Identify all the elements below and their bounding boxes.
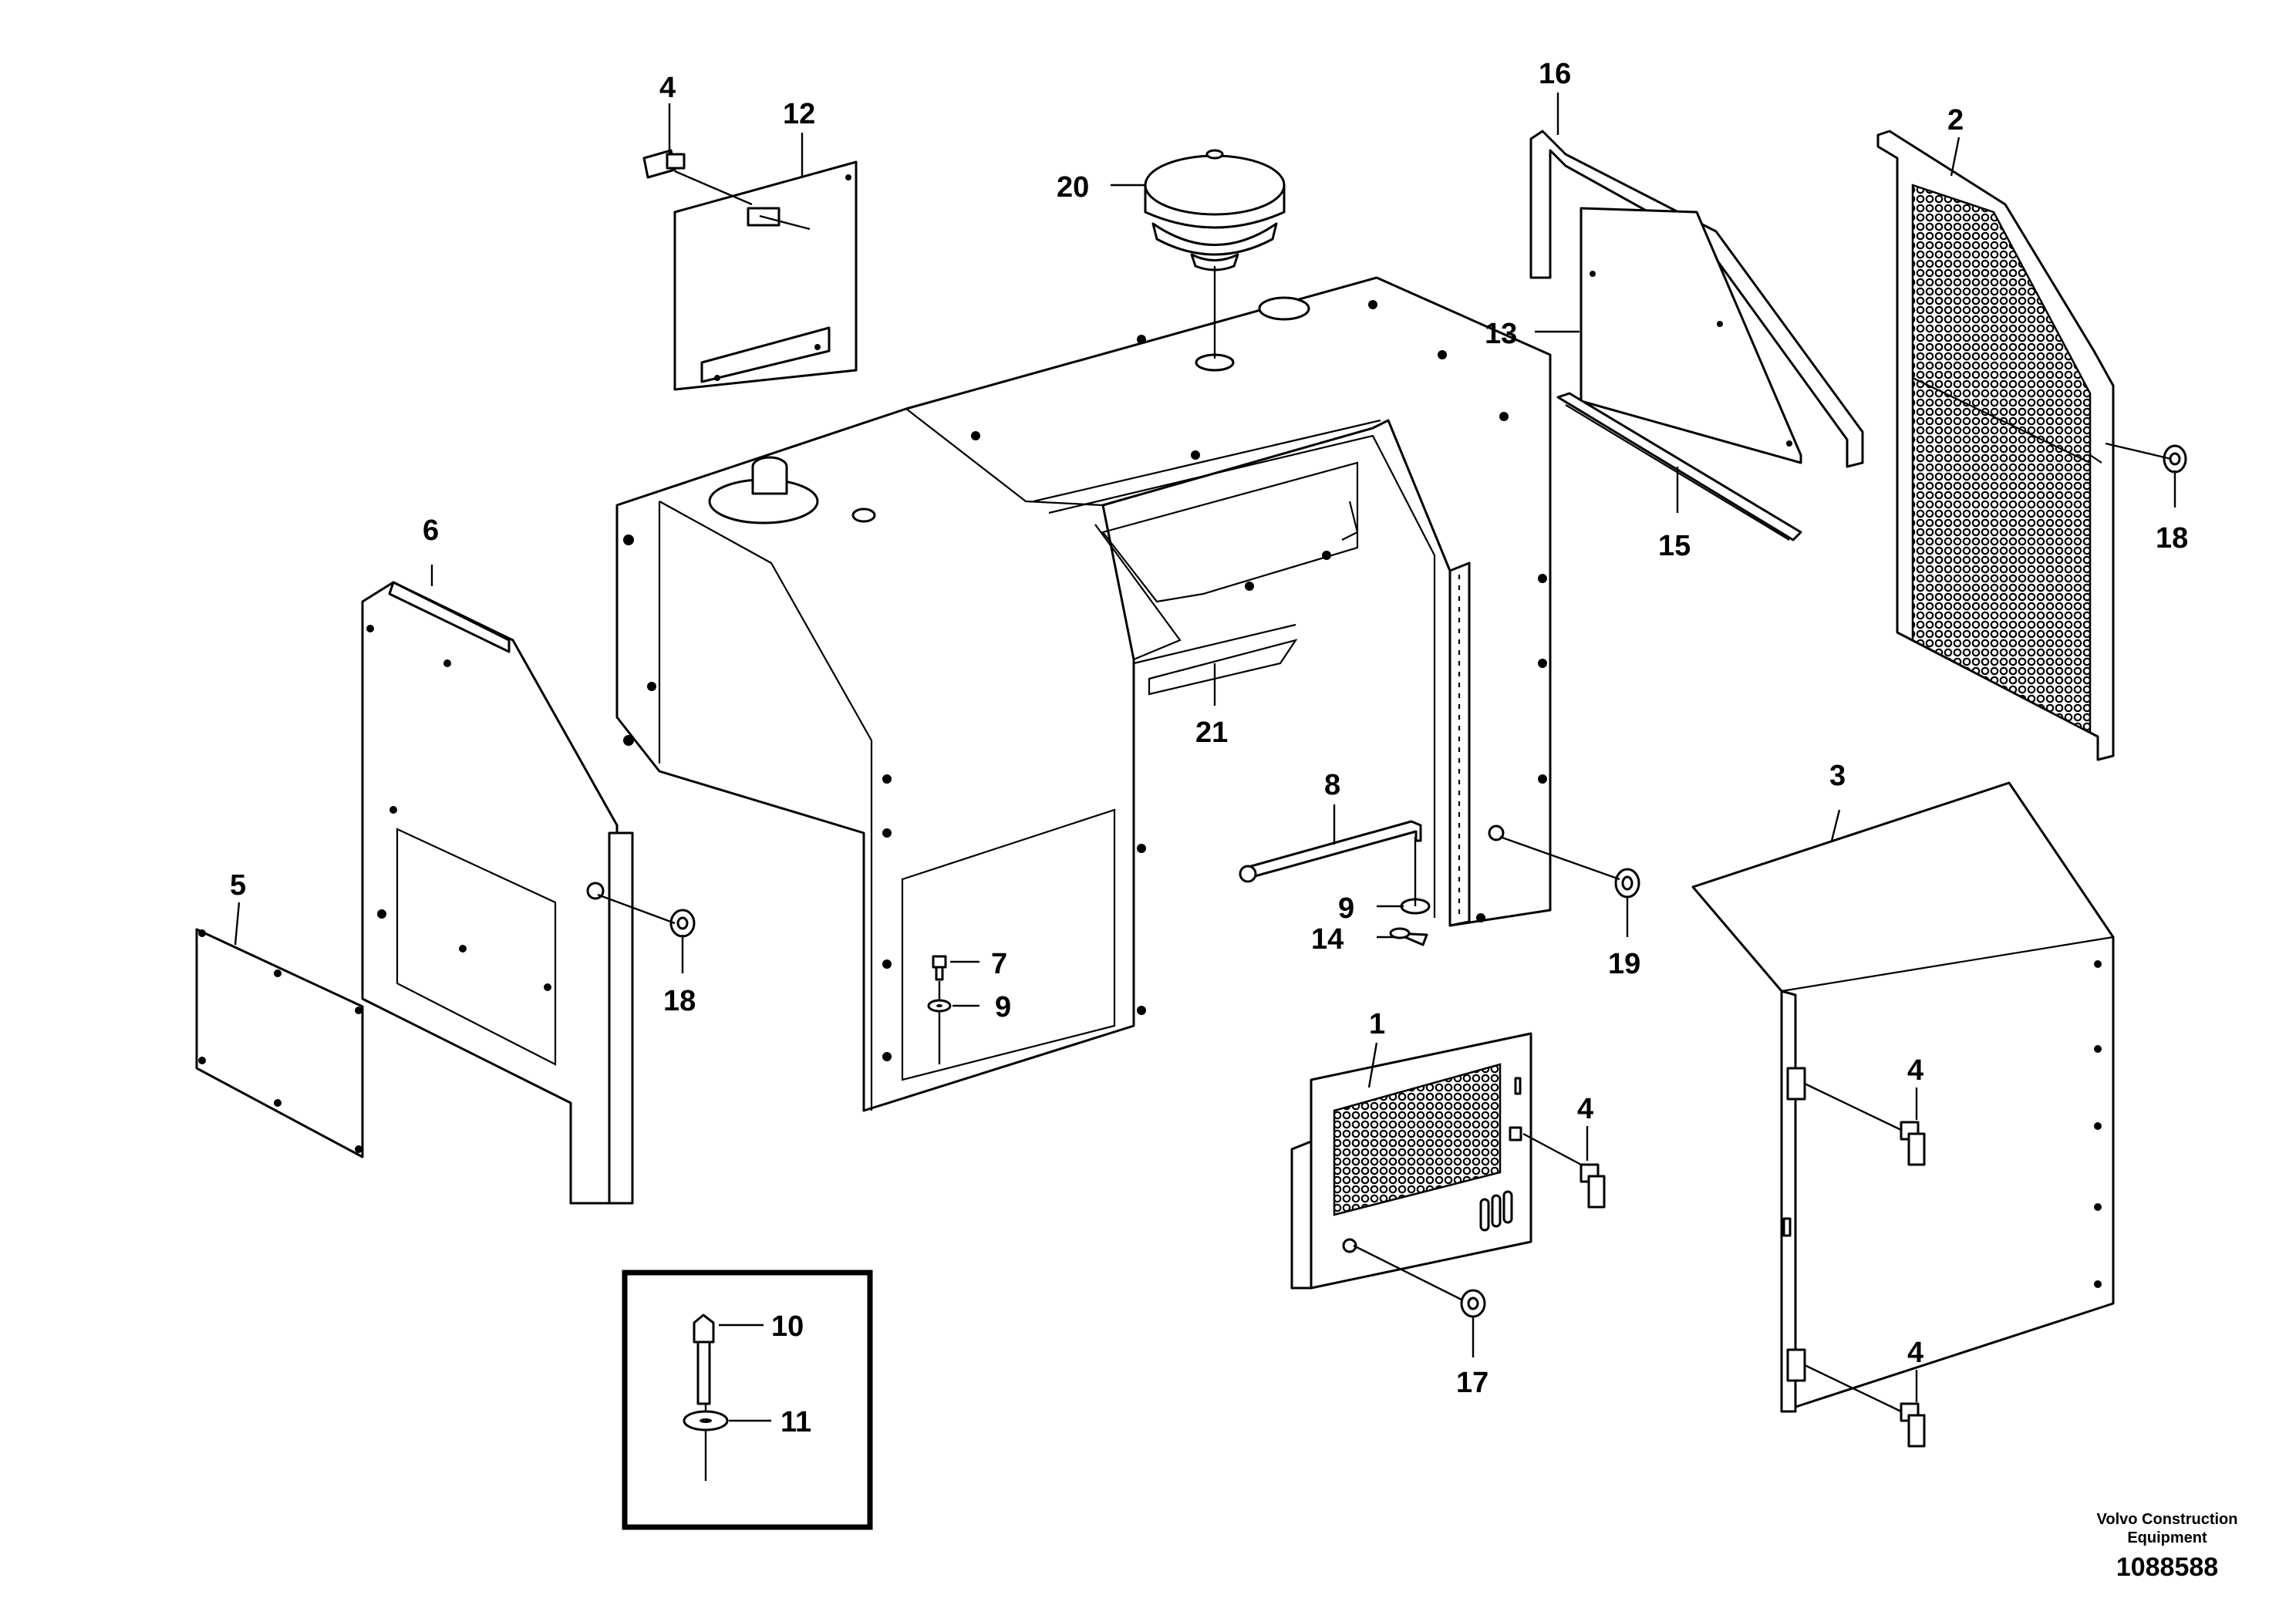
callout-18-left: 18 (663, 985, 696, 1017)
grommet-18-left (669, 909, 696, 938)
filler-cap (708, 456, 876, 524)
access-plate (673, 160, 858, 391)
detail-inset (622, 1270, 873, 1530)
callout-4-top: 4 (659, 72, 676, 104)
grommet-17 (1460, 1289, 1486, 1318)
callout-21: 21 (1195, 717, 1228, 749)
latch-top (642, 149, 686, 179)
callout-13: 13 (1485, 318, 1517, 350)
callout-labels: 4 12 20 16 13 15 2 18 6 5 18 21 8 9 14 7… (230, 58, 2188, 1438)
callout-20: 20 (1057, 171, 1089, 204)
bolt-7 (932, 955, 947, 981)
hinge-strip (1448, 561, 1471, 927)
callout-15: 15 (1658, 530, 1691, 562)
callout-16: 16 (1539, 58, 1571, 90)
air-cleaner-cap (1144, 149, 1286, 372)
seal-profile (1529, 130, 1864, 468)
callout-10: 10 (771, 1310, 804, 1343)
rod-fittings (1389, 898, 1431, 946)
latch-side-upper (1900, 1121, 1926, 1166)
manufacturer-label: Volvo Construction Equipment (2096, 1511, 2238, 1546)
callout-3: 3 (1829, 760, 1846, 792)
support-rod (1239, 820, 1422, 883)
side-door (1691, 781, 2115, 1413)
leader-lines (234, 93, 2176, 1422)
latch-door-mid (1580, 1163, 1606, 1209)
callout-17: 17 (1456, 1367, 1489, 1399)
latch-side-lower (1900, 1402, 1926, 1448)
side-panel-left (361, 581, 634, 1205)
callout-4-side-lower: 4 (1907, 1337, 1923, 1369)
hood-body (615, 276, 1552, 1112)
callout-4-door: 4 (1577, 1093, 1593, 1125)
drawing-number: 1088588 (2116, 1553, 2219, 1582)
hood-mount-holes (623, 300, 1547, 1061)
air-intake-opening (1258, 296, 1310, 321)
callout-14: 14 (1311, 923, 1344, 956)
callout-1: 1 (1369, 1008, 1385, 1040)
grille-door (1876, 130, 2115, 761)
window-panel (1580, 207, 1802, 464)
callout-12: 12 (783, 98, 815, 130)
washer-9 (927, 999, 952, 1013)
callout-9-rod: 9 (1338, 892, 1354, 925)
callout-7: 7 (991, 948, 1007, 980)
cover-plate (195, 928, 364, 1158)
callout-4-side-upper: 4 (1907, 1054, 1923, 1087)
callout-18-right: 18 (2156, 522, 2188, 555)
callout-11: 11 (781, 1406, 811, 1438)
callout-9-hood: 9 (995, 991, 1011, 1023)
callout-6: 6 (423, 514, 439, 547)
grommet-18-right (2163, 444, 2187, 474)
callout-8: 8 (1324, 769, 1340, 801)
callout-19: 19 (1608, 948, 1640, 980)
front-grille-door (1290, 1032, 1532, 1290)
callout-2: 2 (1947, 104, 1964, 137)
callout-5: 5 (230, 869, 246, 902)
